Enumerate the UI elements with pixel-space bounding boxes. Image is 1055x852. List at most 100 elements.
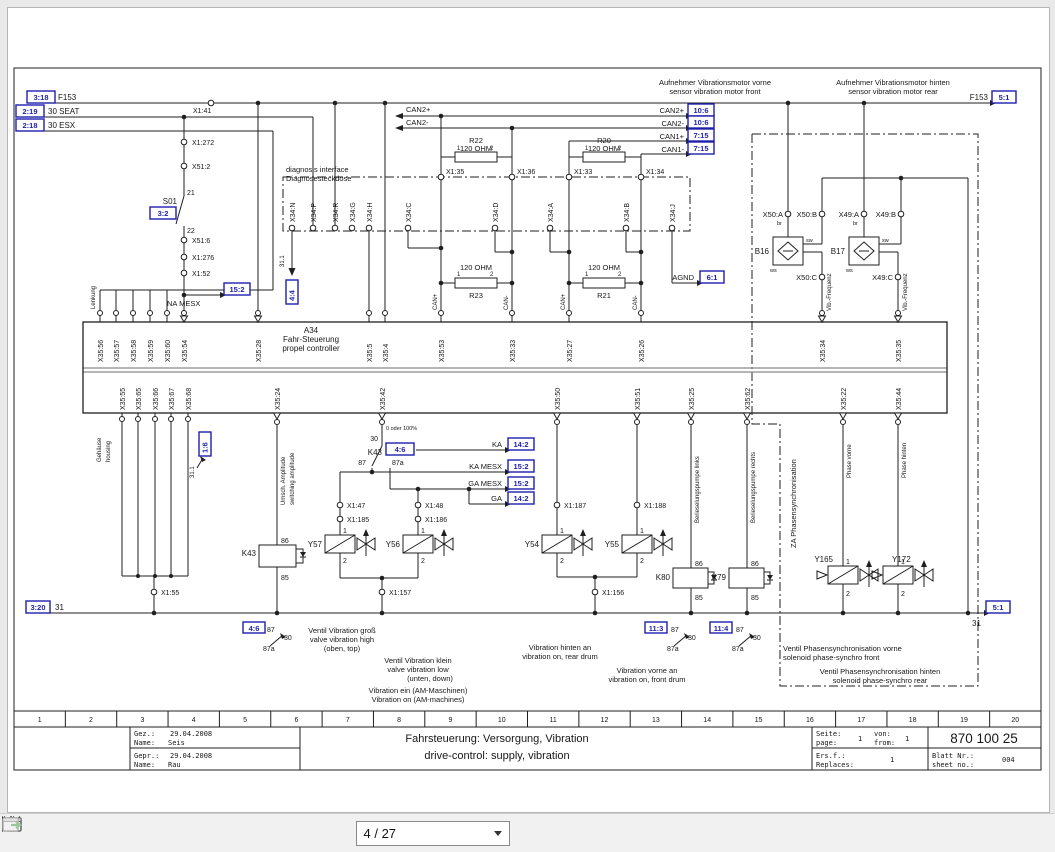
wire-label-can-minus: CAN- [633, 295, 639, 310]
note-valve-high-en: valve vibration high [310, 635, 374, 644]
previous-view-button[interactable] [2, 817, 615, 848]
coil-pin: 85 [695, 595, 703, 602]
controller-pin-label: X35:54 [182, 340, 189, 362]
wire-label-phase-rear: Phase hinten [902, 443, 908, 478]
column-number: 19 [960, 717, 968, 724]
wire-label-can1m: CAN1- [661, 145, 684, 154]
valve-y54 [541, 529, 593, 556]
column-number: 7 [346, 717, 350, 724]
connector-pin-label: X34:D [493, 203, 500, 222]
connector-pin-label: X34:A [548, 203, 555, 222]
valve-pin: 1 [343, 528, 347, 535]
connector-pin-label: X34:P [311, 203, 318, 222]
controller-pin-label: X35:22 [841, 388, 848, 410]
terminal-label: X49:B [876, 210, 896, 219]
page-value: 1 [858, 735, 862, 743]
header-sensor-front-en: sensor vibration motor front [669, 87, 761, 96]
controller-pin-label: X35:50 [555, 388, 562, 410]
terminal-label: X1:48 [425, 503, 443, 510]
coil-pin: 85 [751, 595, 759, 602]
valve-pin: 1 [421, 528, 425, 535]
component-label-y57: Y57 [308, 540, 323, 549]
component-label-y172: Y172 [892, 555, 911, 564]
note-vib-on-de: Vibration ein (AM-Maschinen) [369, 686, 468, 695]
component-label-k80: K80 [656, 573, 671, 582]
wire-label-can1p: CAN1+ [660, 132, 685, 141]
next-page-button[interactable] [4, 816, 545, 848]
viewer-toolbar: 4 / 27 [0, 813, 1055, 852]
wire-label-31: 31 [55, 603, 64, 612]
controller-pin-label: X35:56 [98, 340, 105, 362]
wire-label-can2m: CAN2- [661, 119, 684, 128]
wire-color-label: br [777, 221, 782, 227]
controller-pin-label: X35:58 [131, 340, 138, 362]
wire-label-ka: KA [492, 440, 502, 449]
drawn-name: Seis [168, 739, 185, 747]
coil-pin: 86 [751, 561, 759, 568]
controller-pin-label: X35:35 [896, 340, 903, 362]
component-label-k43-coil: K43 [242, 549, 257, 558]
controller-pin-label: X35:5 [367, 344, 374, 362]
valve-pin: 2 [901, 591, 905, 598]
note-valve-high-de: Ventil Vibration groß [308, 626, 376, 635]
wire-label-agnd: AGND [672, 273, 694, 282]
controller-pin-label: X35:25 [689, 388, 696, 410]
next-view-button[interactable] [2, 817, 650, 848]
note-valve-low-en: valve vibration low [387, 665, 449, 674]
note-phase-front-de: Ventil Phasensynchronisation vorne [783, 644, 902, 653]
note-phase-front-en: solenoid phase-synchro front [783, 653, 880, 662]
terminal-label: X1:47 [347, 503, 365, 510]
component-label-r20: R20 [597, 136, 611, 145]
column-number: 4 [192, 717, 196, 724]
connector-pin-label: X34:G [350, 202, 357, 222]
component-label-r21: R21 [597, 291, 611, 300]
diag-title-de: Diagnosesteckdose [286, 174, 351, 183]
wire-label-f153: F153 [58, 93, 77, 102]
pin-number: 1 [457, 146, 461, 152]
contact-number: 87 [671, 627, 679, 634]
coil-pin: 86 [281, 538, 289, 545]
valve-pin: 2 [846, 591, 850, 598]
controller-pin-label: X35:60 [165, 340, 172, 362]
wire-label-can-plus: CAN+ [433, 293, 439, 310]
previous-page-button[interactable] [4, 816, 349, 848]
document-number: 870 100 25 [950, 731, 1018, 746]
sheet-value: 004 [1002, 756, 1015, 764]
controller-pin-label: X35:62 [745, 388, 752, 410]
component-label-k43: K43 [368, 448, 383, 457]
terminal-label: X51:2 [192, 164, 210, 171]
terminal-label: X49:C [872, 273, 893, 282]
column-number: 1 [38, 717, 42, 724]
first-page-button[interactable] [2, 816, 314, 848]
wire-label-pump-right: Berieselungspumpe rechts [751, 452, 757, 523]
ref-box-label: 10:6 [693, 106, 708, 115]
column-number: 11 [550, 717, 557, 724]
valve-y165 [816, 560, 879, 587]
valve-pin: 2 [343, 558, 347, 565]
column-number: 12 [601, 717, 609, 724]
controller-pin-label: X35:42 [380, 388, 387, 410]
contact-number: 30 [753, 635, 761, 642]
note-0-100: 0 oder 100% [386, 426, 417, 432]
junction-dots [136, 100, 971, 616]
contact-number: 22 [187, 228, 195, 235]
last-page-button[interactable] [2, 816, 580, 848]
contact-number: 87 [267, 627, 275, 634]
replaces-label-en: Replaces: [816, 761, 854, 769]
controller-pins [97, 310, 903, 425]
wire-label-can-minus: CAN- [504, 295, 510, 310]
note-phase-rear-de: Ventil Phasensynchronisation hinten [820, 667, 941, 676]
ref-box-label: 7:15 [693, 131, 708, 140]
component-label-b17: B17 [831, 247, 846, 256]
drawn-label: Gez.: [134, 730, 155, 738]
page-label-en: page: [816, 739, 837, 747]
contact-number: 87 [736, 627, 744, 634]
component-label-y165: Y165 [814, 555, 833, 564]
column-number: 8 [397, 717, 401, 724]
note-valve-low-de: Ventil Vibration klein [384, 656, 451, 665]
header-sensor-rear-de: Aufnehmer Vibrationsmotor hinten [836, 78, 950, 87]
page-number-combobox[interactable]: 4 / 27 [355, 821, 510, 846]
controller-pin-label: X35:66 [153, 388, 160, 410]
component-label-k79: K79 [712, 573, 727, 582]
contact-number: 87 [358, 460, 366, 467]
